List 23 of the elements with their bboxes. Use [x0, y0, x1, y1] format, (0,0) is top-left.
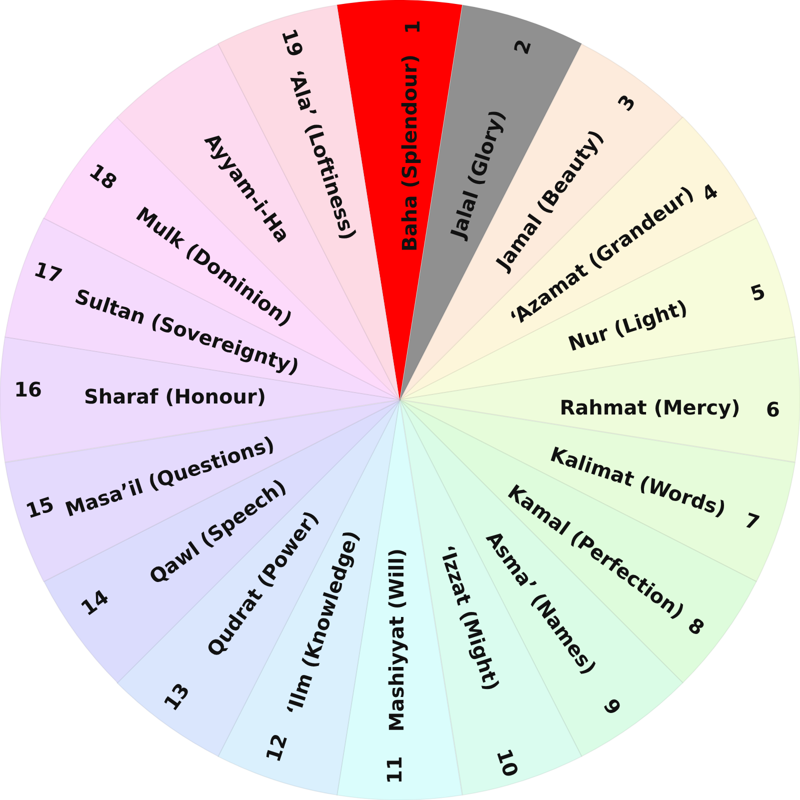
segment-number: 13: [160, 678, 195, 715]
segment-name: Sharaf (Honour): [84, 385, 266, 408]
segment-number: 12: [262, 731, 293, 765]
segment-name: Mashiyyat (Will): [385, 548, 408, 732]
segment-name: Baha (Splendour): [398, 54, 422, 252]
segment-number: 2: [510, 36, 536, 57]
segment-number: 15: [22, 492, 56, 523]
segment-number: 19: [277, 26, 308, 60]
segment-number: 5: [748, 280, 769, 306]
segment-number: 3: [614, 90, 640, 116]
segment-number: 17: [31, 258, 65, 288]
segment-number: 14: [77, 586, 114, 620]
segment-number: 4: [697, 180, 722, 207]
segment-number: 8: [684, 613, 709, 640]
segment-number: 9: [598, 694, 626, 720]
segment-name: Rahmat (Mercy): [560, 396, 740, 420]
segment-number: 18: [85, 160, 122, 195]
segment-number: 7: [741, 508, 762, 535]
segment-number: 10: [492, 746, 523, 780]
segment-number: 11: [383, 756, 406, 784]
segment-number: 16: [14, 378, 42, 402]
segment-number: 1: [401, 20, 424, 34]
segment-number: 6: [766, 398, 780, 422]
